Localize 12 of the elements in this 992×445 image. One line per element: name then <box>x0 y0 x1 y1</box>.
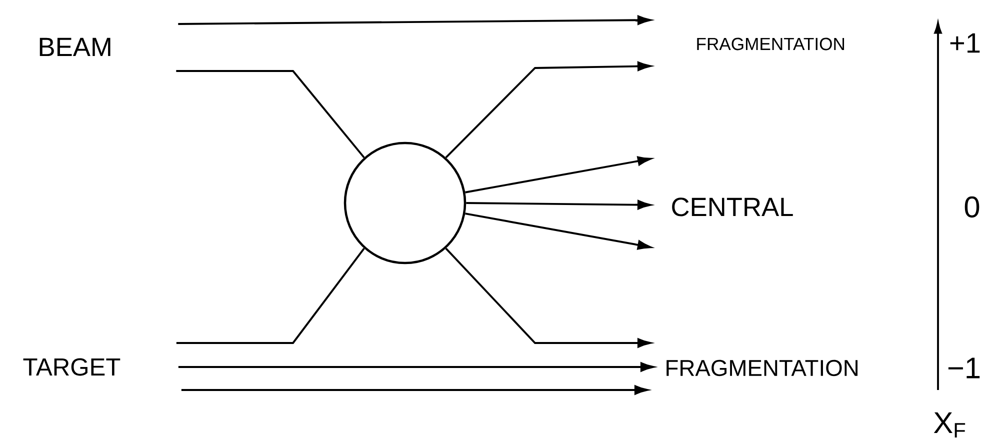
tick-label: 0 <box>964 196 980 218</box>
tick-label: −1 <box>948 358 980 378</box>
region-label: FRAGMENTATION <box>666 360 858 376</box>
region-label: CENTRAL <box>672 198 793 216</box>
region-label: FRAGMENTATION <box>697 38 844 50</box>
line <box>176 70 365 158</box>
tick-label: +1 <box>950 33 980 53</box>
axis-label: X$_{F}$ <box>934 412 966 438</box>
interaction-circle <box>344 142 466 264</box>
line <box>176 248 365 344</box>
beam-label: BEAM <box>40 38 110 56</box>
target-label: TARGET <box>23 358 120 376</box>
